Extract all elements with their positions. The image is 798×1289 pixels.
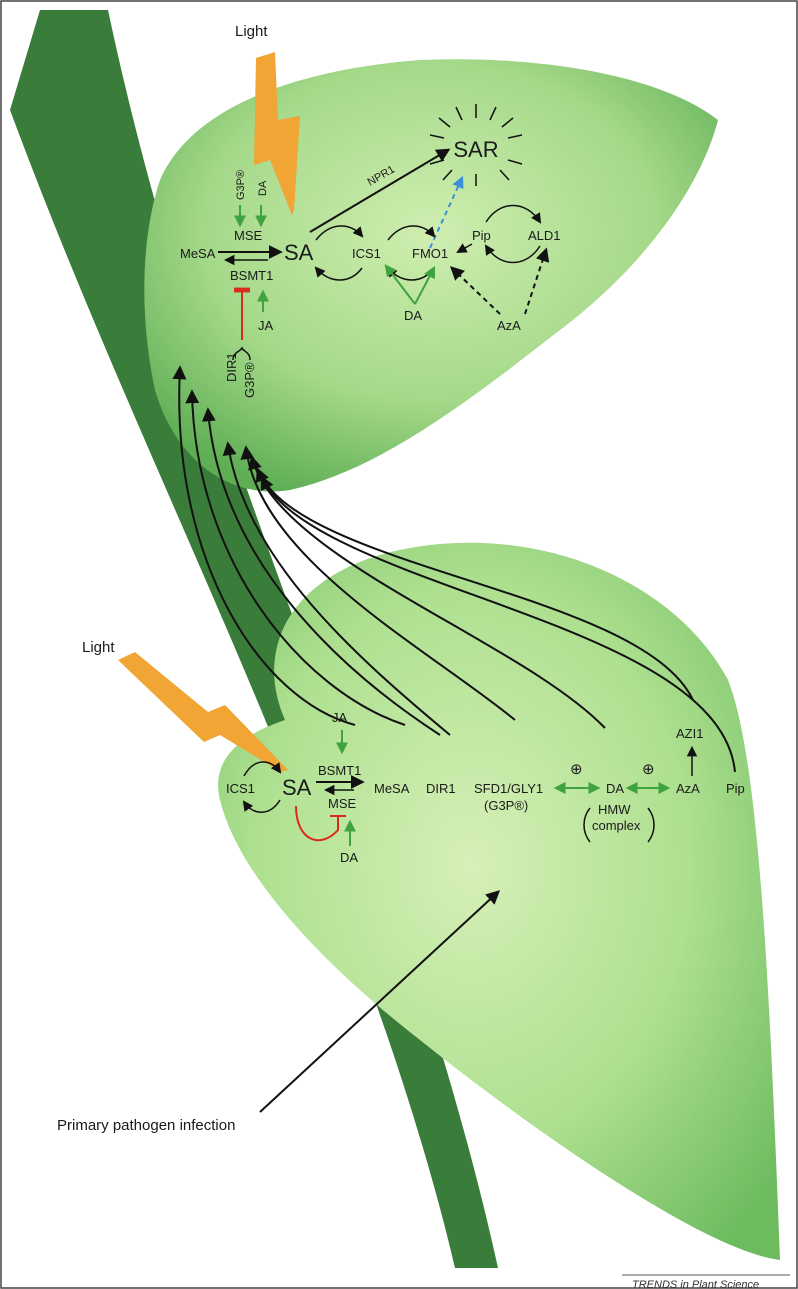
lower-hmw-label: HMW (598, 802, 631, 817)
upper-fmo1-label: FMO1 (412, 246, 448, 261)
upper-ald1-label: ALD1 (528, 228, 561, 243)
upper-dir1-label: DIR1 (224, 352, 239, 382)
lower-g3p-label: (G3P®) (484, 798, 528, 813)
lower-aza-label: AzA (676, 781, 700, 796)
lower-complex-label: complex (592, 818, 641, 833)
lower-sfd1-label: SFD1/GLY1 (474, 781, 543, 796)
upper-mesa-label: MeSA (180, 246, 216, 261)
upper-ics1-label: ICS1 (352, 246, 381, 261)
upper-bsmt1-label: BSMT1 (230, 268, 273, 283)
lower-dir1-label: DIR1 (426, 781, 456, 796)
primary-infection-label: Primary pathogen infection (57, 1117, 235, 1134)
upper-g3p-label: G3P® (235, 170, 247, 200)
lower-da-label: DA (606, 781, 624, 796)
sar-label: SAR (453, 137, 498, 162)
upper-da-label: DA (257, 180, 269, 196)
lower-leaf (218, 543, 780, 1260)
lower-ja-label: JA (332, 710, 348, 725)
lower-plus1: ⊕ (570, 761, 583, 778)
lower-plus2: ⊕ (642, 761, 655, 778)
lower-pip-label: Pip (726, 781, 745, 796)
upper-sa-label: SA (284, 240, 314, 265)
upper-g3p-bottom-label: G3P® (242, 362, 257, 398)
upper-pip-label: Pip (472, 228, 491, 243)
upper-ja-label: JA (258, 318, 274, 333)
lower-sa-label: SA (282, 775, 312, 800)
lower-azi1-label: AZI1 (676, 726, 703, 741)
lower-ics1-label: ICS1 (226, 781, 255, 796)
lower-mse-label: MSE (328, 796, 357, 811)
lower-da-bottom-label: DA (340, 850, 358, 865)
lower-light-label: Light (82, 639, 115, 656)
upper-da-mid-label: DA (404, 308, 422, 323)
credit-label: TRENDS in Plant Science (632, 1279, 759, 1289)
upper-aza-label: AzA (497, 318, 521, 333)
upper-mse-label: MSE (234, 228, 263, 243)
lower-bsmt1-label: BSMT1 (318, 763, 361, 778)
upper-light-label: Light (235, 23, 268, 40)
lower-mesa-label: MeSA (374, 781, 410, 796)
